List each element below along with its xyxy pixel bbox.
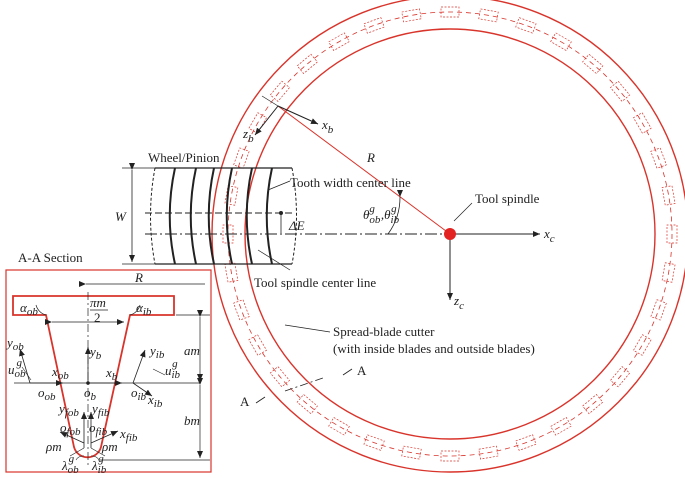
tooth-width-center-line-label: Tooth width center line: [290, 175, 411, 190]
xb-axis-label: xb: [321, 117, 334, 136]
blade-slot: [233, 299, 250, 321]
cutter-label-line1: Spread-blade cutter: [333, 324, 435, 339]
y-ib-label: yib: [148, 343, 165, 361]
section-mark-a-right: A: [357, 363, 367, 378]
tool-spindle-dot: [444, 228, 456, 240]
y-fib-label: yfib: [90, 401, 110, 419]
blade-slot: [582, 53, 604, 75]
blade-slot: [550, 416, 572, 436]
blade-slot: [296, 53, 318, 75]
o-fob-label: ofob: [60, 420, 81, 438]
blade-slot: [661, 185, 676, 206]
x-b-label: xb: [105, 365, 118, 383]
u-ob-label: uobg: [8, 357, 26, 380]
blade-slot: [478, 445, 499, 460]
x-ib-label: xib: [147, 392, 163, 410]
wheel-pinion: [122, 163, 297, 265]
zb-axis-label: zb: [242, 126, 254, 145]
bm-label: bm: [184, 413, 200, 428]
radius-label: R: [366, 150, 375, 165]
blade-slot: [632, 334, 652, 356]
alpha-ob-label: αob: [20, 300, 38, 318]
rho-m-right-label: ρm: [101, 439, 118, 454]
y-b-label: yb: [88, 344, 102, 362]
blade-slot: [269, 80, 291, 102]
blade-slot: [328, 416, 350, 436]
am-label: am: [184, 343, 200, 358]
blade-slot: [550, 32, 572, 52]
y-fob-label: yfob: [57, 401, 79, 419]
lambda-ib-label: λibg: [91, 453, 107, 476]
section-mark-a-left: A: [240, 394, 250, 409]
blade-slot: [650, 299, 667, 321]
x-fib-label: xfib: [119, 426, 138, 444]
o-fib-label: ofib: [89, 420, 108, 438]
tool-spindle-label: Tool spindle: [475, 191, 540, 206]
o-ib-label: oib: [131, 385, 147, 403]
o-b-label: ob: [84, 385, 97, 403]
aa-section: [5, 269, 212, 473]
blade-slot: [609, 80, 631, 102]
xc-axis-label: xc: [543, 226, 555, 245]
lambda-ob-label: λobg: [61, 453, 79, 476]
tool-spindle-center-line-label: Tool spindle center line: [254, 275, 376, 290]
section-radius-label: R: [134, 270, 143, 285]
o-ob-label: oob: [38, 385, 56, 403]
alpha-ib-label: αib: [136, 300, 152, 318]
blade-slot: [440, 6, 460, 18]
cutter-label-line2: (with inside blades and outside blades): [333, 341, 535, 356]
blade-slot: [666, 224, 678, 244]
blade-slot: [363, 17, 385, 34]
rho-m-left-label: ρm: [45, 439, 62, 454]
tool-spindle-axes: [254, 95, 540, 300]
blade-slot: [296, 393, 318, 415]
blade-slot: [515, 17, 537, 34]
theta-label: θobg,θibg: [363, 203, 400, 226]
delta-e-label: ΔE: [288, 218, 305, 233]
zc-axis-label: zc: [453, 293, 464, 312]
aa-section-title: A-A Section: [18, 250, 83, 265]
radius-line: [277, 105, 451, 235]
blade-slot: [401, 8, 422, 23]
two-label: 2: [94, 310, 101, 325]
y-ob-label: yob: [5, 335, 24, 353]
wheel-pinion-label: Wheel/Pinion: [148, 150, 220, 165]
u-ib-label: uibg: [165, 358, 181, 381]
x-ob-label: xob: [51, 364, 69, 382]
width-label: W: [115, 209, 127, 224]
blade-slot: [440, 450, 460, 462]
pi-m-label: πm: [90, 295, 106, 310]
